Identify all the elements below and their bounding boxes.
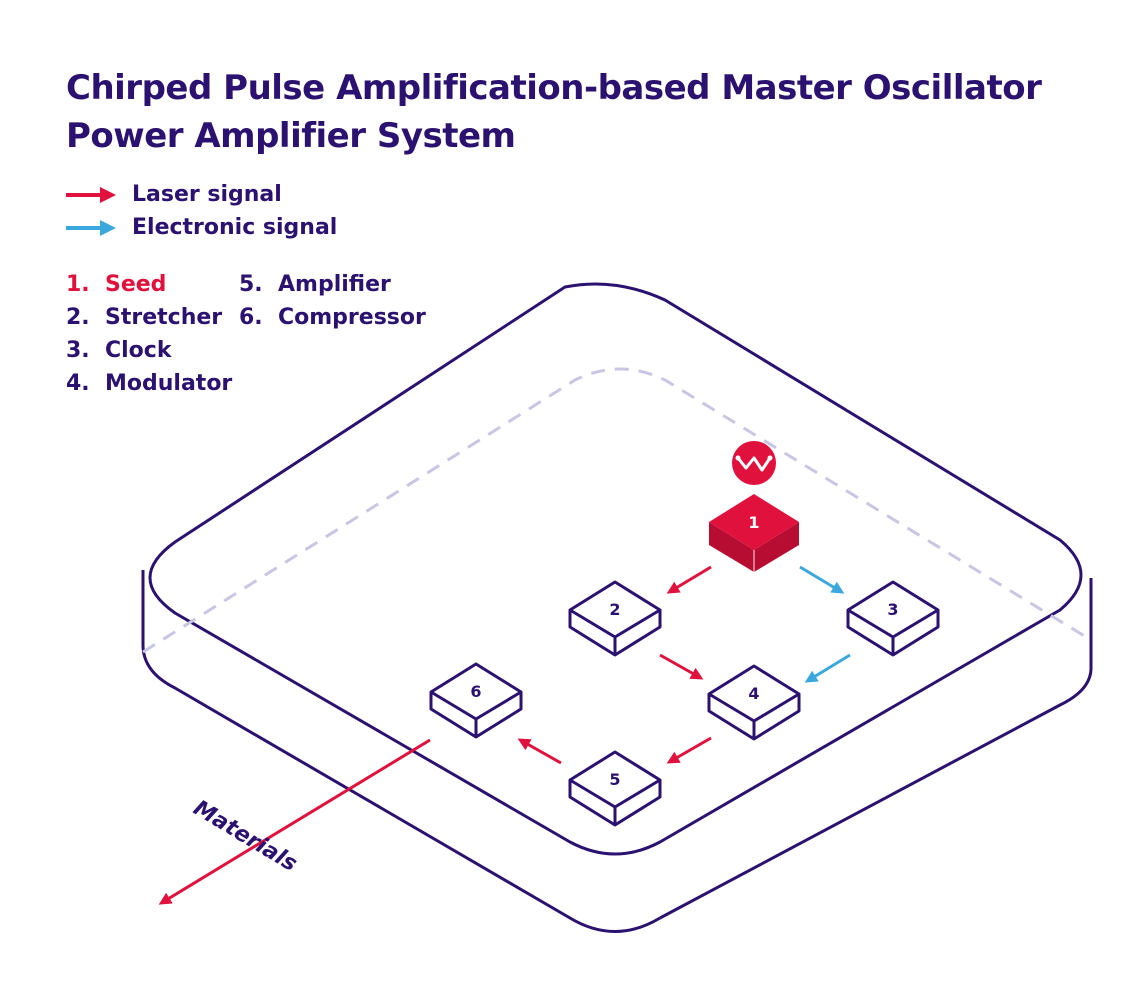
- title-line-2: Power Amplifier System: [66, 116, 516, 156]
- component-number: 4.: [66, 371, 90, 396]
- component-number: 3.: [66, 338, 90, 363]
- arrow-clock-to-modulator: [804, 653, 851, 683]
- legend-electronic-label: Electronic signal: [132, 215, 338, 240]
- box-compressor: 6: [429, 662, 523, 739]
- component-number: 1.: [66, 272, 90, 297]
- platform: [141, 282, 1093, 933]
- component-number: 2.: [66, 305, 90, 330]
- red-arrow-icon: [66, 186, 116, 203]
- box-stretcher-label: 2: [609, 600, 620, 619]
- component-item-stretcher: 2. Stretcher: [66, 305, 222, 330]
- waveform-icon: [732, 441, 776, 485]
- box-clock-label: 3: [887, 600, 898, 619]
- component-name: Amplifier: [278, 272, 391, 297]
- blue-arrow-icon: [66, 219, 116, 236]
- component-name: Clock: [105, 338, 172, 363]
- component-name: Modulator: [105, 371, 233, 396]
- component-number: 5.: [239, 272, 263, 297]
- platform-dashed-outline: [142, 367, 1092, 654]
- box-clock: 3: [846, 580, 940, 657]
- box-compressor-label: 6: [470, 682, 481, 701]
- box-seed-label: 1: [748, 513, 759, 532]
- signal-arrows: [158, 565, 851, 905]
- component-item-clock: 3. Clock: [66, 338, 171, 363]
- arrow-amplifier-to-compressor: [517, 738, 562, 765]
- component-item-modulator: 4. Modulator: [66, 371, 232, 396]
- diagram-title: Chirped Pulse Amplification-based Master…: [66, 64, 1106, 160]
- arrow-modulator-to-amplifier: [666, 736, 712, 764]
- component-item-amplifier: 5. Amplifier: [239, 272, 391, 297]
- component-item-compressor: 6. Compressor: [239, 305, 426, 330]
- box-modulator-label: 4: [748, 684, 759, 703]
- title-line-1: Chirped Pulse Amplification-based Master…: [66, 68, 1042, 108]
- platform-top: [148, 282, 1083, 856]
- arrow-seed-to-stretcher: [666, 565, 712, 594]
- box-modulator: 4: [707, 664, 801, 741]
- legend-laser: Laser signal: [64, 178, 337, 211]
- signal-legend: Laser signal Electronic signal: [64, 178, 337, 244]
- legend-electronic: Electronic signal: [64, 211, 337, 244]
- box-stretcher: 2: [568, 580, 662, 657]
- box-amplifier-label: 5: [609, 770, 620, 789]
- platform-left-wall: [141, 570, 661, 933]
- component-name: Seed: [105, 272, 167, 297]
- component-item-seed: 1. Seed: [66, 272, 166, 297]
- legend-laser-label: Laser signal: [132, 182, 282, 207]
- component-name: Compressor: [278, 305, 426, 330]
- component-number: 6.: [239, 305, 263, 330]
- materials-label: Materials: [189, 796, 301, 877]
- arrow-seed-to-clock: [799, 565, 845, 594]
- arrow-stretcher-to-modulator: [659, 653, 704, 680]
- platform-right-wall: [659, 578, 1093, 920]
- arrow-compressor-to-materials: [158, 738, 431, 905]
- box-amplifier: 5: [568, 750, 662, 827]
- component-name: Stretcher: [105, 305, 223, 330]
- box-seed: 1: [709, 494, 799, 572]
